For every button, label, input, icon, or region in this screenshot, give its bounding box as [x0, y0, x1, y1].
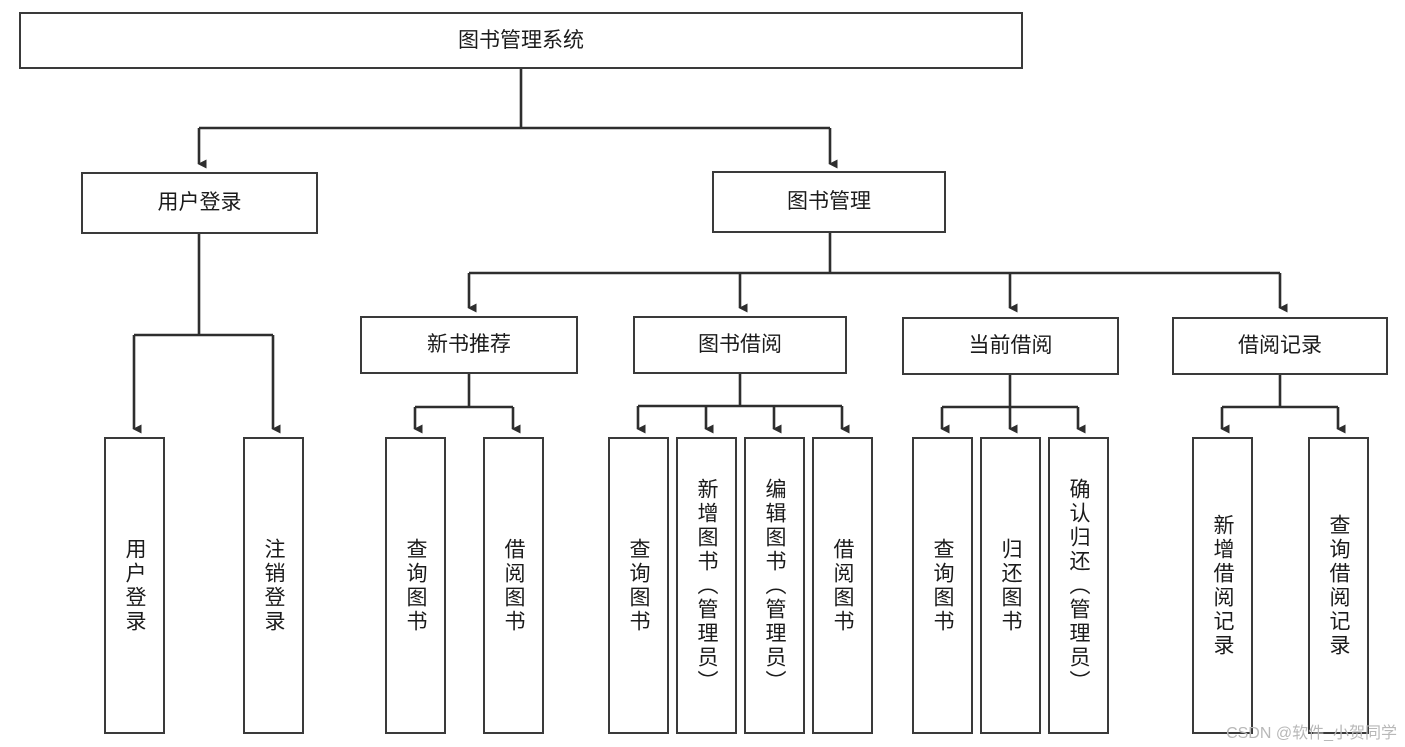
watermark: CSDN @软件_小贺同学	[1226, 725, 1397, 742]
node-leaf-query-book-current[interactable]: 查询图书	[912, 437, 973, 734]
node-label: 图书管理	[787, 190, 871, 214]
node-leaf-confirm-return-admin[interactable]: 确认归还（管理员）	[1048, 437, 1109, 734]
node-leaf-borrow-book[interactable]: 借阅图书	[812, 437, 873, 734]
node-label: 新增借阅记录	[1211, 513, 1234, 658]
node-label: 借阅图书	[502, 537, 525, 634]
node-new-book-recommend[interactable]: 新书推荐	[360, 316, 578, 374]
node-leaf-query-book-borrow[interactable]: 查询图书	[608, 437, 669, 734]
node-current-borrow[interactable]: 当前借阅	[902, 317, 1119, 375]
node-user-login[interactable]: 用户登录	[81, 172, 318, 234]
node-label: 用户登录	[157, 191, 242, 215]
node-leaf-query-borrow-record[interactable]: 查询借阅记录	[1308, 437, 1369, 734]
node-label: 新增图书（管理员）	[695, 477, 718, 694]
node-label: 借阅记录	[1238, 334, 1322, 358]
node-label: 查询借阅记录	[1327, 513, 1350, 658]
node-leaf-user-login[interactable]: 用户登录	[104, 437, 165, 734]
node-label: 当前借阅	[968, 334, 1053, 358]
node-leaf-query-book-recommend[interactable]: 查询图书	[385, 437, 446, 734]
node-leaf-return-book[interactable]: 归还图书	[980, 437, 1041, 734]
node-label: 查询图书	[404, 537, 427, 634]
node-label: 用户登录	[123, 537, 146, 634]
node-label: 确认归还（管理员）	[1067, 477, 1090, 694]
node-label: 新书推荐	[427, 333, 511, 357]
node-label: 图书管理系统	[458, 28, 584, 52]
node-label: 归还图书	[999, 537, 1022, 634]
node-label: 编辑图书（管理员）	[763, 477, 786, 694]
node-leaf-add-book-admin[interactable]: 新增图书（管理员）	[676, 437, 737, 734]
node-label: 查询图书	[627, 537, 650, 634]
node-book-borrow[interactable]: 图书借阅	[633, 316, 847, 374]
node-root-system[interactable]: 图书管理系统	[19, 12, 1023, 69]
node-borrow-record[interactable]: 借阅记录	[1172, 317, 1388, 375]
node-leaf-logout[interactable]: 注销登录	[243, 437, 304, 734]
node-label: 注销登录	[262, 537, 285, 634]
node-label: 查询图书	[931, 537, 954, 634]
node-label: 图书借阅	[698, 333, 782, 357]
node-leaf-borrow-book-recommend[interactable]: 借阅图书	[483, 437, 544, 734]
node-leaf-add-borrow-record[interactable]: 新增借阅记录	[1192, 437, 1253, 734]
node-label: 借阅图书	[831, 537, 854, 634]
node-book-management[interactable]: 图书管理	[712, 171, 946, 233]
node-leaf-edit-book-admin[interactable]: 编辑图书（管理员）	[744, 437, 805, 734]
